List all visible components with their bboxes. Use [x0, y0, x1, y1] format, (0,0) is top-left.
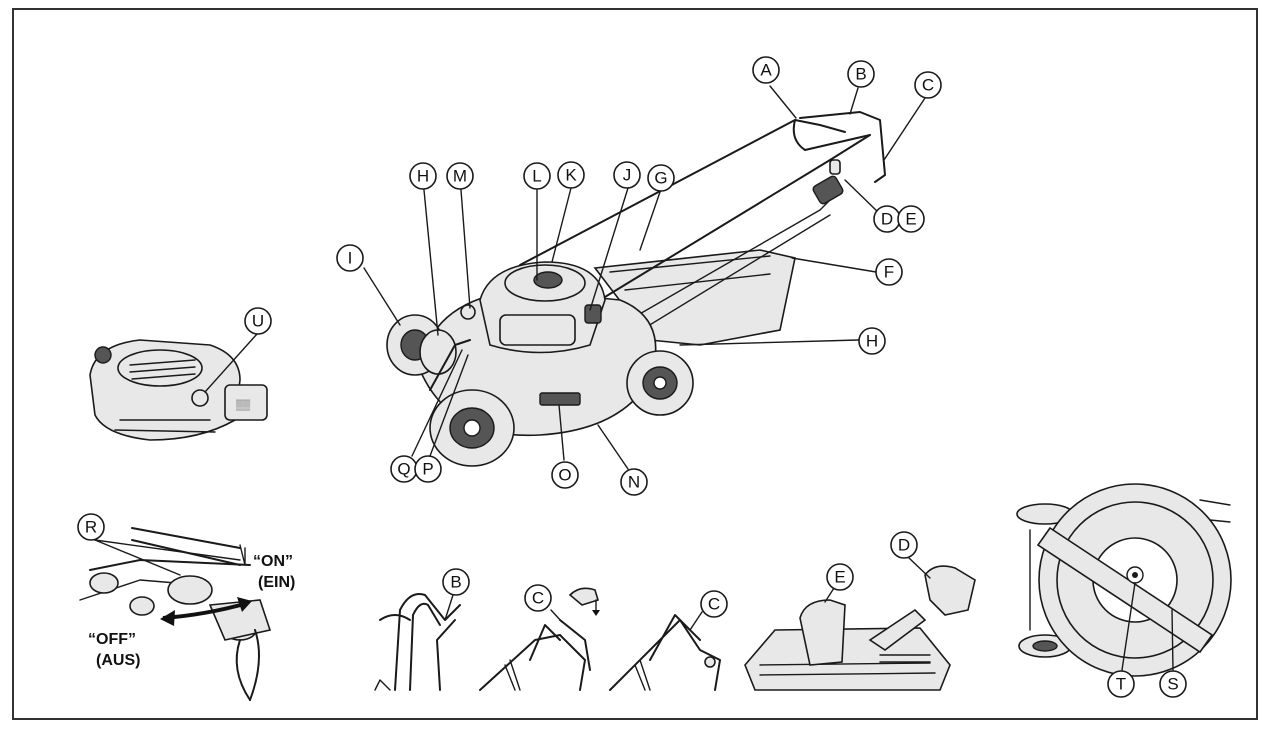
svg-text:E: E — [905, 210, 916, 229]
svg-text:D: D — [881, 210, 893, 229]
svg-text:R: R — [85, 518, 97, 537]
svg-text:▒▒: ▒▒ — [236, 399, 251, 411]
handle-c-detail — [609, 614, 721, 691]
handle-c-press-detail — [479, 587, 600, 691]
leader-lines — [94, 85, 1174, 671]
svg-text:G: G — [654, 169, 667, 188]
rear-wheel — [626, 350, 694, 416]
svg-text:O: O — [558, 466, 571, 485]
svg-text:Q: Q — [397, 460, 410, 479]
on-label-de: (EIN) — [258, 574, 295, 591]
callout-o: O — [551, 461, 579, 489]
callout-l: L — [523, 162, 551, 190]
callout-t: T — [1107, 670, 1135, 698]
callout-b: B — [847, 60, 875, 88]
callout-c-press: C — [524, 584, 552, 612]
callout-h-top: H — [409, 162, 437, 190]
engine-detail-illustration: ▒▒ — [89, 339, 268, 441]
callout-i: I — [336, 244, 364, 272]
callout-e-detail: E — [826, 563, 854, 591]
control-lever-detail — [744, 565, 976, 691]
svg-text:K: K — [565, 166, 577, 185]
blade-clutch-detail — [79, 527, 272, 701]
svg-text:T: T — [1116, 675, 1126, 694]
callout-u: U — [244, 307, 272, 335]
callout-n: N — [620, 468, 648, 496]
svg-text:A: A — [760, 61, 772, 80]
off-label: “OFF” — [88, 631, 136, 648]
callout-c-detail: C — [700, 590, 728, 618]
callout-d-detail: D — [890, 531, 918, 559]
callout-d: D — [873, 205, 901, 233]
svg-text:E: E — [834, 568, 845, 587]
callout-p: P — [414, 455, 442, 483]
callout-g: G — [647, 164, 675, 192]
blade-underside-detail — [1016, 483, 1232, 677]
off-label-de: (AUS) — [96, 652, 140, 669]
svg-text:N: N — [628, 473, 640, 492]
callout-s: S — [1159, 670, 1187, 698]
callout-h-right: H — [858, 327, 886, 355]
front-wheel — [429, 389, 515, 467]
svg-text:D: D — [898, 536, 910, 555]
svg-text:C: C — [922, 76, 934, 95]
svg-text:P: P — [422, 460, 433, 479]
svg-text:U: U — [252, 312, 264, 331]
callout-k: K — [557, 161, 585, 189]
handle-b-detail — [374, 593, 461, 691]
callout-r: R — [77, 513, 105, 541]
callout-a: A — [752, 56, 780, 84]
on-label: “ON” — [253, 553, 293, 570]
svg-text:C: C — [532, 589, 544, 608]
svg-text:J: J — [623, 166, 632, 185]
svg-text:I: I — [348, 249, 353, 268]
callout-m: M — [446, 162, 474, 190]
svg-text:F: F — [884, 263, 894, 282]
callout-j: J — [613, 161, 641, 189]
svg-text:H: H — [866, 332, 878, 351]
callout-b-detail: B — [442, 568, 470, 596]
callout-f: F — [875, 258, 903, 286]
svg-text:S: S — [1167, 675, 1178, 694]
svg-text:M: M — [453, 167, 467, 186]
callout-c: C — [914, 71, 942, 99]
callout-q: Q — [390, 455, 418, 483]
svg-text:C: C — [708, 595, 720, 614]
callout-e: E — [897, 205, 925, 233]
svg-text:H: H — [417, 167, 429, 186]
svg-text:B: B — [450, 573, 461, 592]
svg-text:B: B — [855, 65, 866, 84]
svg-text:L: L — [532, 167, 541, 186]
